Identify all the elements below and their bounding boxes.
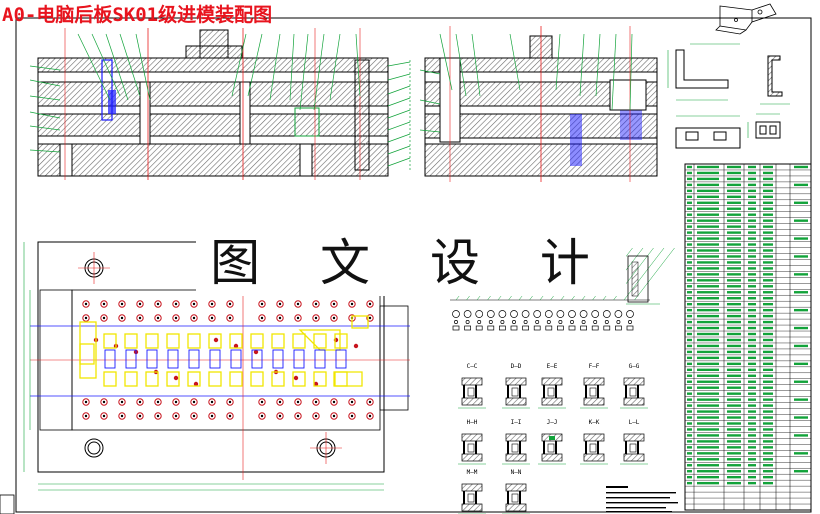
section-label: I—I [511,419,522,426]
section-label: F—F [589,363,600,370]
part-isometric [715,3,777,35]
section-label: L—L [629,419,640,426]
section-label: K—K [589,419,600,426]
technical-notes [606,486,678,513]
section-label: N—N [511,469,522,476]
section-label: J—J [547,419,558,426]
section-label: E—E [547,363,558,370]
watermark-overlay: 图 文 设 计 [196,222,626,296]
side-section-view [424,26,658,182]
side-view-leaders [419,33,633,133]
bill-of-materials [684,163,812,511]
section-label: G—G [629,363,640,370]
part-dimensions [667,43,790,138]
front-section-view [37,28,389,180]
part-profile [675,49,783,149]
front-view-leaders [29,33,411,170]
section-label: M—M [467,469,478,476]
drawing-title: A0-电脑后板SK01级进模装配图 [2,4,273,26]
section-views: C—C D—D E—E F—F G—G H—H I—I J—J K—K L—L M—M N—N [458,363,648,514]
section-label: H—H [467,419,478,426]
section-label: C—C [467,363,478,370]
plan-view [23,232,410,491]
watermark-text: 图 文 设 计 [210,234,612,292]
section-label: D—D [511,363,522,370]
